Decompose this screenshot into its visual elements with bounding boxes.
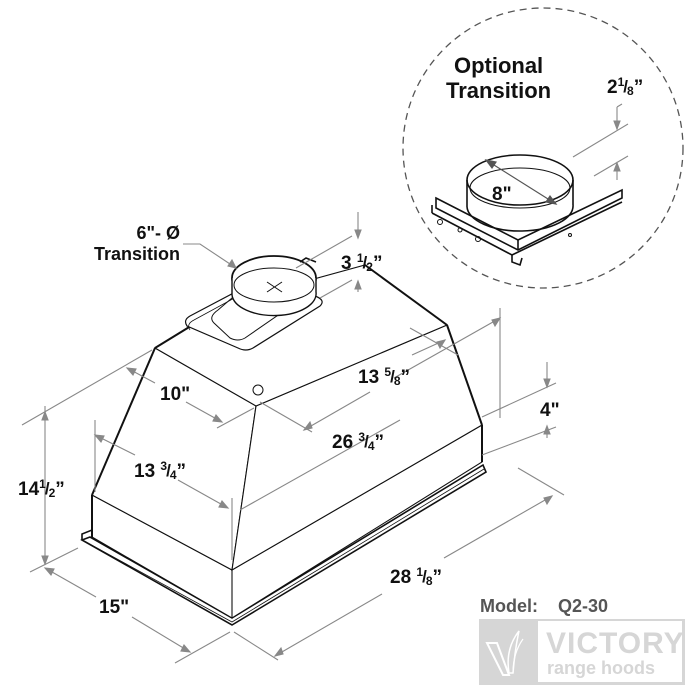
- optional-height-dimension: [572, 103, 629, 180]
- top-width-label: 13 5/8”: [358, 365, 411, 388]
- slant-depth-label: 13 3/4”: [134, 459, 187, 482]
- lower-box-height-label: 4": [540, 400, 560, 421]
- victory-logo: VICTORY range hoods: [479, 619, 685, 685]
- optional-transition-title: Optional Transition: [446, 53, 552, 103]
- hood-body: [80, 264, 488, 626]
- dimension-lines: [21, 212, 565, 664]
- model-label: Model:: [480, 596, 538, 616]
- optional-transition-height-label: 21/8”: [607, 75, 644, 98]
- base-depth-label: 15": [99, 597, 130, 618]
- brand-name: VICTORY: [546, 627, 685, 660]
- main-transition-part: [184, 255, 323, 351]
- logo-flame-icon: [485, 630, 524, 676]
- optional-transition-part: [431, 154, 623, 267]
- top-depth-label: 10": [160, 384, 191, 405]
- logo-text-panel: VICTORY range hoods: [538, 621, 685, 682]
- model-value: Q2-30: [558, 596, 609, 616]
- brand-tagline: range hoods: [547, 658, 656, 678]
- optional-transition-diameter-label: 8": [492, 184, 512, 205]
- top-length-label: 26 3/4”: [332, 430, 385, 453]
- model-line: Model: Q2-30: [480, 596, 608, 617]
- main-transition-height-label: 3 1/2”: [341, 251, 383, 274]
- optional-transition-callout-circle: [402, 7, 684, 289]
- main-transition-label: 6"- Ø Transition: [93, 223, 180, 264]
- optional-diameter-arrow: [484, 159, 558, 205]
- base-width-label: 28 1/8”: [390, 565, 443, 588]
- overall-height-label: 141/2”: [18, 477, 65, 500]
